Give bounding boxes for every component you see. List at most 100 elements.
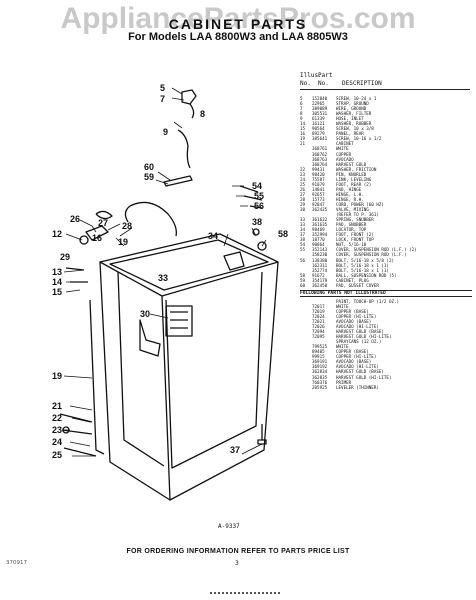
callout-54: 54 [252,181,263,191]
part-no: 99431 [312,166,325,172]
list-item: 362835 HARVEST GOLD (HI-LITE) [300,375,472,380]
callout-26: 26 [70,214,81,224]
callout-7: 7 [160,94,166,104]
illus-no: 28 [300,196,306,202]
part-no: 89279 [312,131,325,137]
exploded-cabinet-diagram [59,87,279,501]
part-description: HINGE, R.H. [336,196,364,202]
callout-27: 27 [98,218,109,228]
callout-8: 8 [200,109,206,119]
table-row: (REFER TO P. 361) [300,212,472,217]
part-no: 362835 [312,374,328,380]
part-description: PIN, KNURLED [336,171,367,177]
illus-no: 58 [300,272,306,278]
part-description: HARVEST GOLD (HI-LITE) [336,374,392,380]
part-description: WIRE, GROUND [336,106,367,112]
part-no: 358230 [312,252,328,258]
part-no: 89405 [312,349,325,355]
col-partno-label: No. [318,80,329,87]
callout-16: 16 [92,233,103,243]
power-cord-part [124,201,177,237]
hinge-part [85,225,109,241]
part-no: 368763 [312,156,328,162]
part-description: LINK, LEVELING [336,176,372,182]
illus-no: 7 [300,106,303,112]
part-no: 354179 [312,277,328,283]
callout-25: 25 [52,450,63,460]
part-description: COVER, SUSPENSION ROD (L.F.) [336,252,407,258]
part-no: 98420 [312,171,325,177]
illus-no: 15 [300,126,306,132]
part-no: 72095 [312,334,325,340]
part-description: BOLT, 5/16-18 x 1 (1) [336,262,389,268]
callout-5: 5 [160,83,166,93]
list-item: 369192 AVOCADO (HI-LITE) [300,364,472,369]
part-description: CABINET, PLUG [336,277,369,283]
part-no: 361632 [312,217,328,223]
part-no: 16121 [312,121,325,127]
mixing-valve-part [165,305,193,337]
part-no: 385641 [312,136,328,142]
ground-wire-part [189,103,195,119]
part-description: PAD, GUSSET COVER [336,282,379,288]
watermark-logo: AppliancePartsPros.com [60,2,416,35]
col-no-label: No. [300,80,311,87]
scan-marks [210,592,280,597]
leveling-link-part [59,413,97,457]
part-description: COPPER (BASE) [336,308,369,314]
illus-no: 21 [300,141,306,147]
illus-no: 27 [300,191,306,197]
part-description: PAD, SNUBBER [336,222,367,228]
part-description: WHITE [336,146,349,152]
part-description: AVOCADO (HI-LITE) [336,364,379,370]
part-description: PAINT, TOUCH-UP (1/2 OZ.) [336,298,400,304]
callout-19b: 19 [52,371,63,381]
part-description: PAD, HINGE [336,186,362,192]
figure-code: A-9337 [218,523,240,530]
callout-29: 29 [60,252,71,262]
part-description: NUT, 5/16-18 [336,242,367,248]
part-no: 14841 [312,186,325,192]
part-no: 368764 [312,161,328,167]
illus-no: 9 [300,116,303,122]
part-no: 305531 [312,111,328,117]
callout-23: 23 [52,425,63,435]
part-no: 369192 [312,364,328,370]
part-no: 352774 [312,267,328,273]
callout-22: 22 [52,413,63,423]
illus-no: 8 [300,111,303,117]
part-description: CABINET [336,141,354,147]
part-no: 152840 [312,96,328,101]
part-description: WHITE [336,344,349,350]
part-no: 72026 [312,324,325,330]
callout-34: 34 [208,231,219,241]
table-row: 8 305531 WASHER, FILTER [300,111,472,116]
part-no: 72024 [312,313,325,319]
col-illus-label: Illus. [300,72,322,79]
part-description: SCREW, 10 x 3/8 [336,126,374,132]
cabinet-plug-part [163,175,193,187]
illus-no: 54 [300,242,306,248]
page-title: CABINET PARTS [168,16,308,32]
part-description: WASHER, FILTER [336,111,372,117]
part-description: (REFER TO P. 361) [336,212,379,218]
